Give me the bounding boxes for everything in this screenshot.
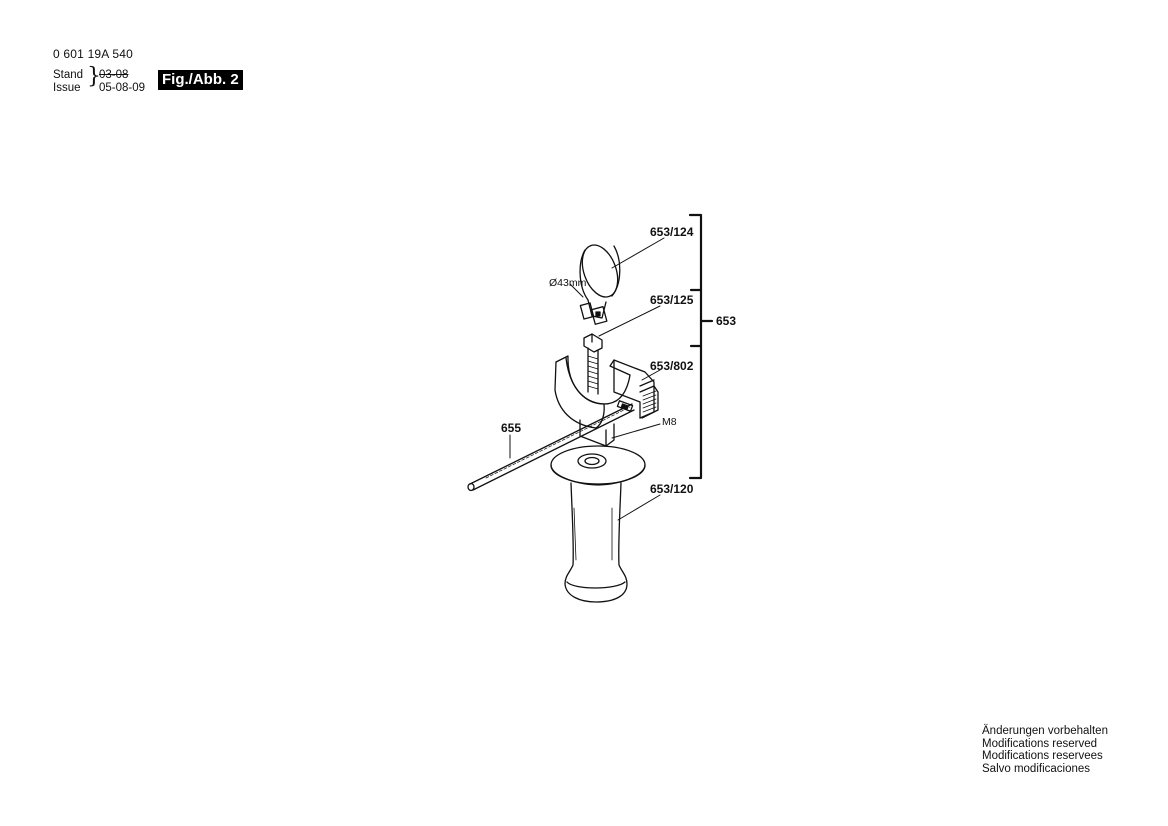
stand-date: 03-08 [99,69,129,81]
part-label-653-120: 653/120 [650,482,694,496]
issue-date: 05-08-09 [99,82,146,94]
note-german: Änderungen vorbehalten [982,725,1108,737]
document-number: 0 601 19A 540 [53,47,134,61]
note-french: Modifications reservees [982,750,1103,763]
modification-notes: Änderungen vorbehalten Modifications res… [982,725,1108,775]
note-spanish: Salvo modificaciones [982,762,1091,775]
part-label-653-124: 653/124 [650,225,694,239]
brace-icon: } [87,64,101,89]
diameter-note: Ø43mm [549,277,587,289]
thread-note: M8 [662,416,677,428]
assembly-bracket [688,213,714,480]
part-label-653-802: 653/802 [650,359,694,373]
issue-label: Issue [53,82,81,94]
part-label-655: 655 [501,421,521,435]
leader-lines [509,237,665,521]
handle-holder [554,355,659,447]
note-english: Modifications reserved [982,737,1098,750]
figure-badge: Fig./Abb. 2 [158,70,243,90]
clamp-band [579,244,621,325]
stand-label: Stand [53,69,84,81]
side-handle [550,445,646,603]
depth-stop-rod [467,403,635,492]
clamp-bolt [583,333,603,395]
part-label-653: 653 [716,314,736,328]
part-label-653-125: 653/125 [650,293,694,307]
